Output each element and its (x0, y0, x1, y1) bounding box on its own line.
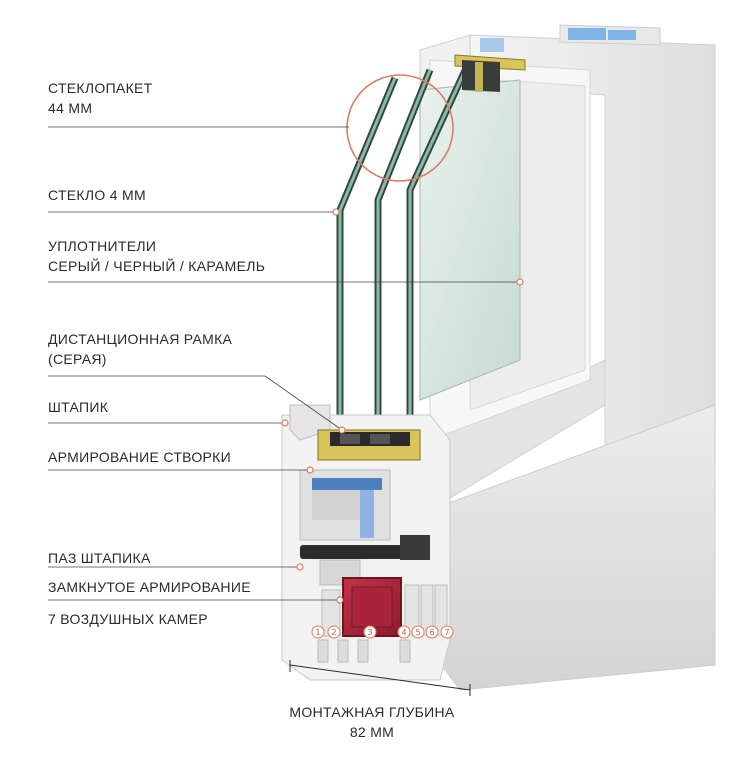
chamber-number: 4 (401, 628, 406, 637)
label-sash-reinforcement: АРМИРОВАНИЕ СТВОРКИ (48, 447, 231, 467)
chamber-marker-3: 3 (363, 625, 377, 639)
label-sash-reinforcement-line1: АРМИРОВАНИЕ СТВОРКИ (48, 449, 231, 465)
chamber-marker-4: 4 (397, 625, 411, 639)
label-closed-reinforcement-line1: ЗАМКНУТОЕ АРМИРОВАНИЕ (48, 579, 251, 595)
chamber-number: 3 (367, 628, 372, 637)
label-glass-unit-line2: 44 ММ (48, 100, 93, 116)
frame-outer (409, 24, 716, 691)
depth-caption: МОНТАЖНАЯ ГЛУБИНА 82 ММ (262, 702, 482, 742)
chamber-number: 1 (315, 628, 320, 637)
label-glass-line1: СТЕКЛО 4 ММ (48, 187, 146, 203)
label-glass: СТЕКЛО 4 ММ (48, 185, 146, 205)
label-bead-groove: ПАЗ ШТАПИКА (48, 548, 151, 568)
glass-unit (336, 54, 526, 430)
chamber-marker-7: 7 (440, 625, 454, 639)
chamber-number: 5 (415, 628, 420, 637)
label-seals-line2: СЕРЫЙ / ЧЕРНЫЙ / КАРАМЕЛЬ (48, 258, 266, 274)
label-seals-line1: УПЛОТНИТЕЛИ (48, 238, 157, 254)
label-spacer-frame-line2: (СЕРАЯ) (48, 351, 107, 367)
label-spacer-frame-line1: ДИСТАНЦИОННАЯ РАМКА (48, 331, 233, 347)
chamber-marker-5: 5 (411, 625, 425, 639)
leader-dots (281, 208, 524, 604)
label-air-chambers: 7 ВОЗДУШНЫХ КАМЕР (48, 609, 208, 629)
label-glass-unit: СТЕКЛОПАКЕТ 44 ММ (48, 78, 153, 118)
label-air-chambers-line1: 7 ВОЗДУШНЫХ КАМЕР (48, 611, 208, 627)
chamber-marker-2: 2 (327, 625, 341, 639)
chamber-number: 2 (331, 628, 336, 637)
profile-section (281, 404, 451, 681)
label-spacer-frame: ДИСТАНЦИОННАЯ РАМКА (СЕРАЯ) (48, 329, 232, 369)
highlight-circle (346, 74, 454, 182)
label-glazing-bead-line1: ШТАПИК (48, 399, 109, 415)
label-bead-groove-line1: ПАЗ ШТАПИКА (48, 550, 151, 566)
label-glass-unit-line1: СТЕКЛОПАКЕТ (48, 80, 153, 96)
chamber-marker-1: 1 (311, 625, 325, 639)
depth-caption-line2: 82 ММ (349, 724, 395, 740)
chamber-number: 6 (429, 628, 434, 637)
depth-caption-line1: МОНТАЖНАЯ ГЛУБИНА (289, 704, 455, 720)
label-seals: УПЛОТНИТЕЛИ СЕРЫЙ / ЧЕРНЫЙ / КАРАМЕЛЬ (48, 236, 265, 276)
leader-lines (48, 126, 520, 601)
chamber-number: 7 (444, 628, 449, 637)
chamber-marker-6: 6 (425, 625, 439, 639)
label-glazing-bead: ШТАПИК (48, 397, 108, 417)
label-closed-reinforcement: ЗАМКНУТОЕ АРМИРОВАНИЕ (48, 577, 251, 597)
depth-dimension (289, 660, 471, 696)
